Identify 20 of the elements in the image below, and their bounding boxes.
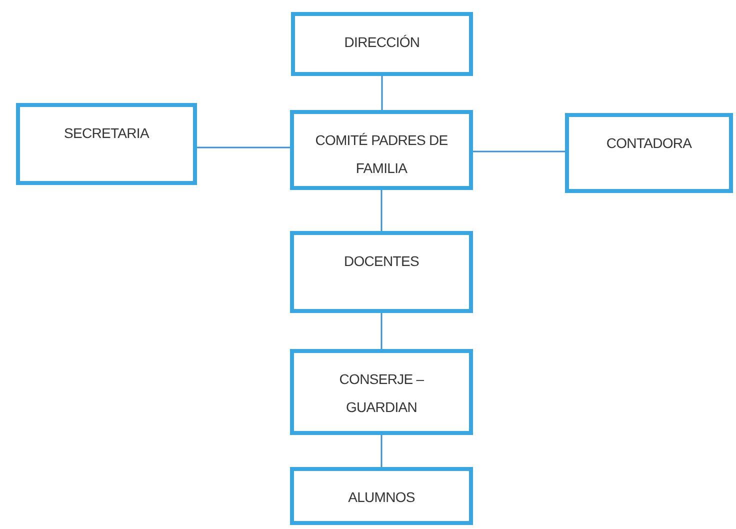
box-label: DOCENTES	[344, 252, 419, 271]
box-label: ALUMNOS	[348, 488, 415, 507]
connector-line	[380, 435, 382, 467]
box-label: CONSERJE – GUARDIAN	[338, 370, 425, 417]
box-label: CONTADORA	[606, 134, 692, 153]
org-box	[291, 12, 473, 76]
box-label: COMITÉ PADRES DE FAMILIA	[314, 131, 449, 178]
org-box	[290, 467, 473, 525]
connector-line	[381, 76, 383, 110]
connector-line	[197, 146, 290, 148]
org-box	[16, 103, 197, 185]
org-box	[290, 349, 473, 435]
connector-line	[473, 150, 565, 152]
box-label: SECRETARIA	[64, 124, 149, 143]
connector-line	[380, 313, 382, 349]
connector-line	[380, 190, 382, 231]
org-box	[290, 231, 473, 313]
org-box	[290, 110, 473, 190]
org-box	[565, 113, 733, 193]
box-label: DIRECCIÓN	[344, 33, 420, 52]
